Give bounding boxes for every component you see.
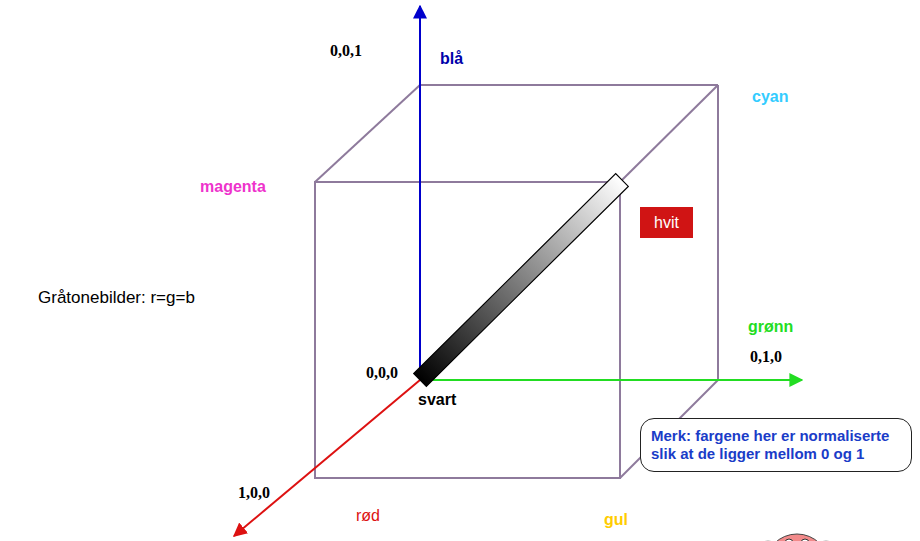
axis-label: magenta [200,178,266,196]
blue-axis [419,6,421,380]
axis-label: 0,0,1 [330,42,362,60]
cube-edge [315,85,420,182]
node-text: hvit [654,213,679,232]
red-axis [234,380,420,536]
cartoon-head [759,534,835,541]
cube-edge [717,85,719,380]
axis-label: 0,1,0 [750,348,782,366]
axis-label: svart [418,391,456,409]
cube-edge [620,85,718,182]
greyscale-diagonal [414,174,629,387]
node-text: Merk: fargene her er normaliserte slik a… [651,427,901,463]
axis-label: grønn [748,318,793,336]
note-callout: Merk: fargene her er normaliserte slik a… [640,418,912,472]
axis-label: rød [356,507,380,525]
axis-label: Gråtonebilder: r=g=b [38,288,195,308]
axis-label: 0,0,0 [366,364,398,382]
axis-label: blå [440,50,463,68]
color-tag-box: hvit [640,207,693,238]
cube-edge [420,84,718,86]
axis-label: gul [604,511,628,529]
axis-label: 1,0,0 [238,484,270,502]
green-axis [420,379,802,381]
axis-label: cyan [752,88,788,106]
